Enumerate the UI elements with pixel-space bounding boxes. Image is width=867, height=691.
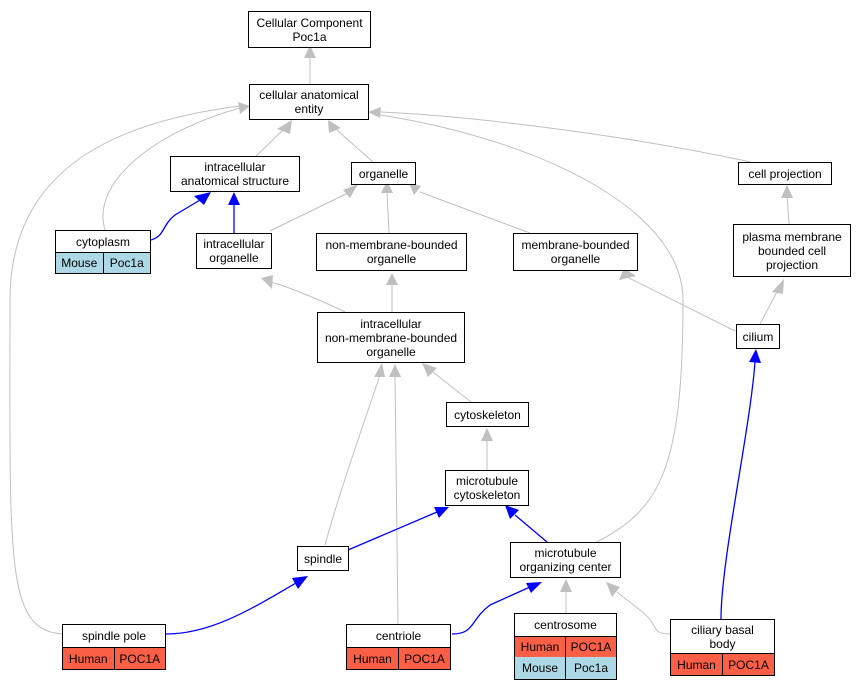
arrowhead [228, 192, 240, 205]
node-spindle[interactable]: spindle [297, 546, 349, 571]
arrowhead [772, 279, 784, 294]
node-spindle-pole[interactable]: spindle pole [62, 624, 166, 648]
annotation-species: Human [353, 651, 392, 666]
arrowhead [194, 192, 211, 205]
arrowhead [238, 102, 250, 114]
edge-cilium-mbo [624, 275, 736, 332]
edge-cytoplasm-cae [102, 107, 241, 231]
node-non-membrane-bounded-organelle[interactable]: non-membrane-bounded organelle [316, 233, 467, 271]
edge-centriole-mtoc-annotated [451, 586, 531, 635]
annotation-row: Human POC1A [670, 653, 775, 676]
annotation-species: Mouse [61, 256, 98, 270]
arrowhead [526, 582, 542, 593]
arrowhead [434, 507, 449, 518]
edge-spindlepole-cae [9, 105, 241, 635]
edge-ias-cae [255, 129, 284, 157]
edge-centriole-icnmbo [394, 375, 399, 625]
annotation-gene: POC1A [113, 648, 166, 669]
annotation-row: Human POC1A [514, 636, 617, 658]
edge-icorg-organelle [269, 191, 351, 232]
arrowhead [409, 183, 421, 195]
edge-cytoskeleton-icnmbo [432, 371, 472, 403]
annotation-species: Human [68, 651, 108, 666]
edge-icnmbo-icorg [267, 281, 346, 313]
node-centrosome[interactable]: centrosome [514, 613, 617, 637]
annotation-gene: POC1A [722, 654, 774, 675]
arrowhead [261, 275, 273, 289]
node-intracellular-anatomical-structure[interactable]: intracellular anatomical structure [170, 156, 300, 192]
arrowhead [422, 363, 437, 377]
edge-cellproj-cae [379, 111, 752, 163]
arrowhead [381, 181, 393, 193]
node-organelle[interactable]: organelle [351, 162, 416, 185]
arrowhead [606, 582, 620, 597]
edge-ciliarybb-cilium-annotated [720, 361, 756, 620]
annotation-gene: Poc1a [565, 657, 616, 679]
annotation-species: Human [677, 657, 716, 672]
annotation-row: Human POC1A [62, 647, 166, 670]
arrowhead [386, 273, 398, 285]
node-cilium[interactable]: cilium [736, 324, 780, 349]
node-cellular-component-poc1a[interactable]: Cellular Component Poc1a [248, 11, 371, 48]
annotation-row: Mouse Poc1a [514, 657, 617, 680]
arrowhead [292, 576, 308, 589]
node-intracellular-organelle[interactable]: intracellular organelle [196, 233, 272, 269]
arrowhead [277, 120, 292, 134]
annotation-row: Human POC1A [346, 647, 451, 670]
edge-spindle-icnmbo [324, 374, 381, 546]
annotation-gene: POC1A [565, 637, 616, 657]
annotation-species: Mouse [521, 661, 559, 675]
edge-mtoc-cae [379, 114, 684, 544]
node-membrane-bounded-organelle[interactable]: membrane-bounded organelle [513, 233, 638, 271]
arrowhead [560, 579, 572, 592]
node-cellular-anatomical-entity[interactable]: cellular anatomical entity [249, 84, 369, 120]
node-plasma-membrane-bounded-cell-projection[interactable]: plasma membrane bounded cell projection [733, 224, 851, 277]
edge-organelle-cae [336, 129, 374, 163]
edge-mtoc-mtcyto-annotated [514, 514, 548, 543]
arrowhead [749, 349, 761, 363]
arrowhead [328, 120, 341, 133]
node-intracellular-non-membrane-bounded-organelle[interactable]: intracellular non-membrane-bounded organ… [317, 312, 465, 363]
edge-nmbo-organelle [386, 191, 390, 234]
arrowhead [368, 107, 381, 118]
annotation-species: Human [520, 640, 560, 654]
edge-cilium-pmbcp [759, 289, 779, 325]
arrowhead [505, 505, 519, 519]
node-microtubule-organizing-center[interactable]: microtubule organizing center [510, 542, 621, 578]
arrowhead [374, 363, 385, 377]
edge-cytoplasm-ias-annotated [150, 199, 201, 241]
node-cytoplasm[interactable]: cytoplasm [55, 230, 151, 253]
edge-pmbcp-cellproj [786, 194, 790, 225]
edge-ciliarybb-mtoc [616, 591, 671, 635]
node-cytoskeleton[interactable]: cytoskeleton [446, 402, 529, 427]
arrowhead [619, 268, 636, 280]
arrowhead [343, 184, 358, 198]
arrowhead [781, 185, 793, 198]
arrowhead [304, 45, 316, 58]
edge-spindle-mtcyto-annotated [347, 511, 438, 551]
annotation-row: Mouse Poc1a [55, 252, 151, 274]
edge-spindlepole-spindle-annotated [165, 582, 297, 635]
node-microtubule-cytoskeleton[interactable]: microtubule cytoskeleton [445, 470, 529, 506]
node-cell-projection[interactable]: cell projection [738, 162, 832, 185]
arrowhead [481, 428, 493, 441]
edge-mbo-organelle [419, 191, 531, 234]
annotation-gene: POC1A [398, 648, 450, 669]
node-centriole[interactable]: centriole [346, 624, 451, 648]
arrowhead [389, 364, 401, 377]
node-ciliary-basal-body[interactable]: ciliary basal body [670, 619, 775, 654]
annotation-gene: Poc1a [102, 253, 151, 273]
